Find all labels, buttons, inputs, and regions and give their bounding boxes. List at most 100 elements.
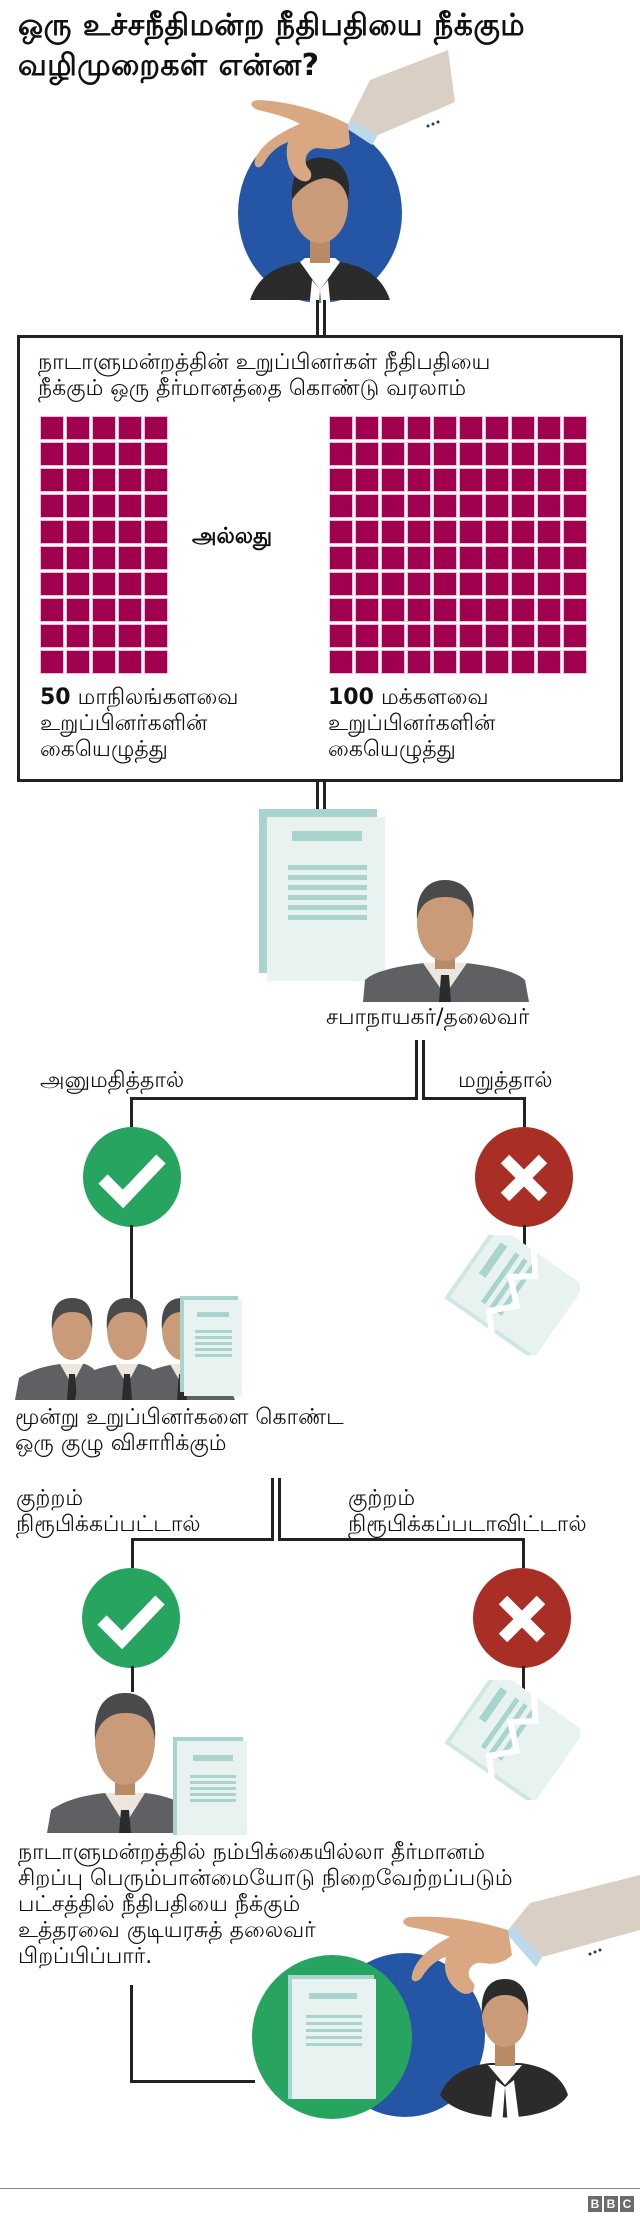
signature-square — [381, 468, 405, 492]
committee-text-line1: மூன்று உறுப்பினர்களை கொண்ட — [15, 1405, 344, 1430]
signature-square — [485, 442, 509, 466]
signature-square — [433, 598, 457, 622]
signature-square — [381, 494, 405, 518]
signature-square — [381, 624, 405, 648]
signature-square — [485, 494, 509, 518]
signature-square — [144, 416, 168, 440]
signature-square — [537, 572, 561, 596]
checkmark-icon — [98, 1154, 166, 1209]
signature-square — [144, 442, 168, 466]
signature-square — [66, 416, 90, 440]
signature-square — [66, 546, 90, 570]
connector-line — [522, 1538, 525, 1568]
option-right-count: 100 — [328, 685, 374, 710]
signature-square — [511, 624, 535, 648]
document-icon — [173, 1737, 247, 1835]
proven-circle — [82, 1568, 180, 1668]
signature-square — [433, 624, 457, 648]
proven-line1: குற்றம் — [16, 1486, 84, 1511]
not-proven-line1: குற்றம் — [348, 1486, 416, 1511]
signature-square — [407, 572, 431, 596]
signature-square — [118, 520, 142, 544]
signature-square — [511, 468, 535, 492]
signature-square — [459, 494, 483, 518]
signature-square — [40, 546, 64, 570]
connector-line — [323, 781, 326, 811]
signature-square — [92, 416, 116, 440]
signature-square — [433, 572, 457, 596]
signature-square — [66, 442, 90, 466]
signature-square — [118, 546, 142, 570]
signature-square — [355, 650, 379, 674]
signature-square — [118, 624, 142, 648]
signature-square — [563, 442, 587, 466]
proven-label: குற்றம் நிரூபிக்கப்பட்டால் — [16, 1486, 201, 1538]
signature-square — [537, 624, 561, 648]
signature-square — [118, 416, 142, 440]
connector-line — [415, 1040, 418, 1100]
signature-square — [92, 546, 116, 570]
connector-line — [316, 781, 319, 811]
signature-square — [118, 650, 142, 674]
signature-square — [459, 520, 483, 544]
signature-square — [433, 416, 457, 440]
signature-square — [144, 520, 168, 544]
signature-square — [144, 546, 168, 570]
cross-icon — [500, 1154, 548, 1202]
lok-sabha-signatures-grid — [329, 416, 587, 674]
signature-square — [92, 442, 116, 466]
signature-square — [537, 442, 561, 466]
option-left-count: 50 — [40, 685, 71, 710]
connector-line — [278, 1478, 281, 1541]
signature-square — [355, 598, 379, 622]
option-left-line1: மாநிலங்களவை — [77, 685, 239, 710]
signature-square — [381, 650, 405, 674]
signature-square — [433, 546, 457, 570]
connector-line — [422, 1097, 526, 1100]
signature-square — [40, 468, 64, 492]
signature-square — [407, 624, 431, 648]
signature-square — [511, 598, 535, 622]
connector-line — [130, 1097, 133, 1127]
signature-square — [381, 442, 405, 466]
bbc-logo: B B C — [588, 2196, 634, 2212]
signature-square — [118, 468, 142, 492]
document-icon — [180, 1296, 242, 1396]
signature-square — [144, 650, 168, 674]
connector-line — [422, 1040, 425, 1100]
signature-square — [40, 598, 64, 622]
option-left-line3: கையெழுத்து — [40, 737, 168, 762]
signature-square — [407, 468, 431, 492]
committee-illustration — [15, 1296, 242, 1400]
signature-square — [511, 442, 535, 466]
signature-square — [66, 598, 90, 622]
signature-square — [355, 494, 379, 518]
signature-square — [485, 572, 509, 596]
signature-square — [511, 494, 535, 518]
signature-square — [329, 624, 353, 648]
signature-square — [118, 572, 142, 596]
signature-square — [485, 546, 509, 570]
rejected-circle — [475, 1127, 573, 1227]
signature-square — [92, 572, 116, 596]
final-text-line4: உத்தரவை குடியரசுத் தலைவர் — [18, 1918, 316, 1943]
signature-square — [537, 468, 561, 492]
signature-square — [329, 546, 353, 570]
signature-square — [66, 520, 90, 544]
signature-square — [355, 468, 379, 492]
signature-square — [40, 520, 64, 544]
signature-square — [563, 494, 587, 518]
signature-square — [407, 650, 431, 674]
signature-square — [329, 520, 353, 544]
signature-square — [118, 494, 142, 518]
connector-line — [316, 300, 319, 336]
document-icon — [288, 1975, 376, 2099]
committee-text-line2: ஒரு குழு விசாரிக்கும் — [15, 1431, 227, 1456]
signature-square — [355, 572, 379, 596]
signature-square — [537, 520, 561, 544]
signature-square — [92, 624, 116, 648]
signature-square — [537, 494, 561, 518]
signature-square — [381, 520, 405, 544]
signature-square — [563, 572, 587, 596]
signature-square — [329, 416, 353, 440]
